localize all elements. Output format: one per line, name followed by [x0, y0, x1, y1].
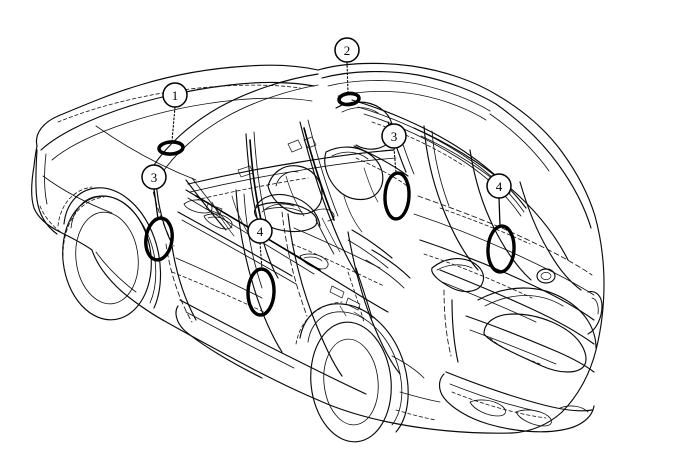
callout-1-label: 1: [172, 88, 179, 103]
callout-4-quarter[interactable]: 4: [486, 173, 516, 274]
callout-1-marker-ellipse: [157, 140, 185, 156]
front-wheel: [62, 195, 152, 321]
callout-3-rear-leader: [393, 147, 397, 174]
rear-wheel: [310, 321, 392, 443]
callout-layer: 1 2 3 3 4: [141, 37, 516, 317]
interior-structure: [177, 101, 415, 323]
callout-4-door-label: 4: [257, 224, 264, 239]
callout-1-circle[interactable]: [162, 82, 188, 108]
callout-2-label: 2: [344, 43, 351, 58]
callout-4-door-leader: [259, 242, 263, 270]
callout-3-rear-circle[interactable]: [381, 123, 407, 149]
callout-4-quarter-leader: [498, 197, 501, 227]
callout-2-leader: [346, 61, 349, 94]
callout-2[interactable]: 2: [334, 37, 361, 107]
callout-2-marker-ellipse: [337, 91, 361, 107]
front-fender: [35, 149, 165, 322]
rear-wheel-arch: [295, 301, 441, 443]
toyota-emblem: [536, 268, 556, 284]
callout-4-quarter-label: 4: [496, 179, 503, 194]
callout-3-front-marker-ellipse: [144, 216, 174, 262]
callout-1[interactable]: 1: [157, 82, 188, 156]
callout-3-rear[interactable]: 3: [381, 123, 411, 221]
callout-1-leader: [171, 106, 176, 142]
callout-3-front-leader: [153, 188, 159, 220]
vehicle-body-outline: [31, 62, 605, 434]
callout-4-quarter-marker-ellipse: [486, 224, 516, 274]
callout-3-front-circle[interactable]: [141, 164, 167, 190]
front-door-handle: [203, 213, 233, 230]
tailgate: [431, 258, 603, 373]
callout-2-circle[interactable]: [334, 37, 360, 63]
callout-3-rear-label: 3: [391, 129, 398, 144]
callout-4-door-circle[interactable]: [247, 218, 273, 244]
callout-3-front[interactable]: 3: [141, 164, 175, 262]
callout-3-rear-marker-ellipse: [383, 171, 411, 221]
rear-bumper: [438, 371, 595, 433]
rear-door-handle: [299, 253, 329, 270]
callout-3-front-label: 3: [151, 170, 158, 185]
callout-4-door[interactable]: 4: [246, 218, 276, 317]
callout-4-quarter-circle[interactable]: [486, 173, 512, 199]
